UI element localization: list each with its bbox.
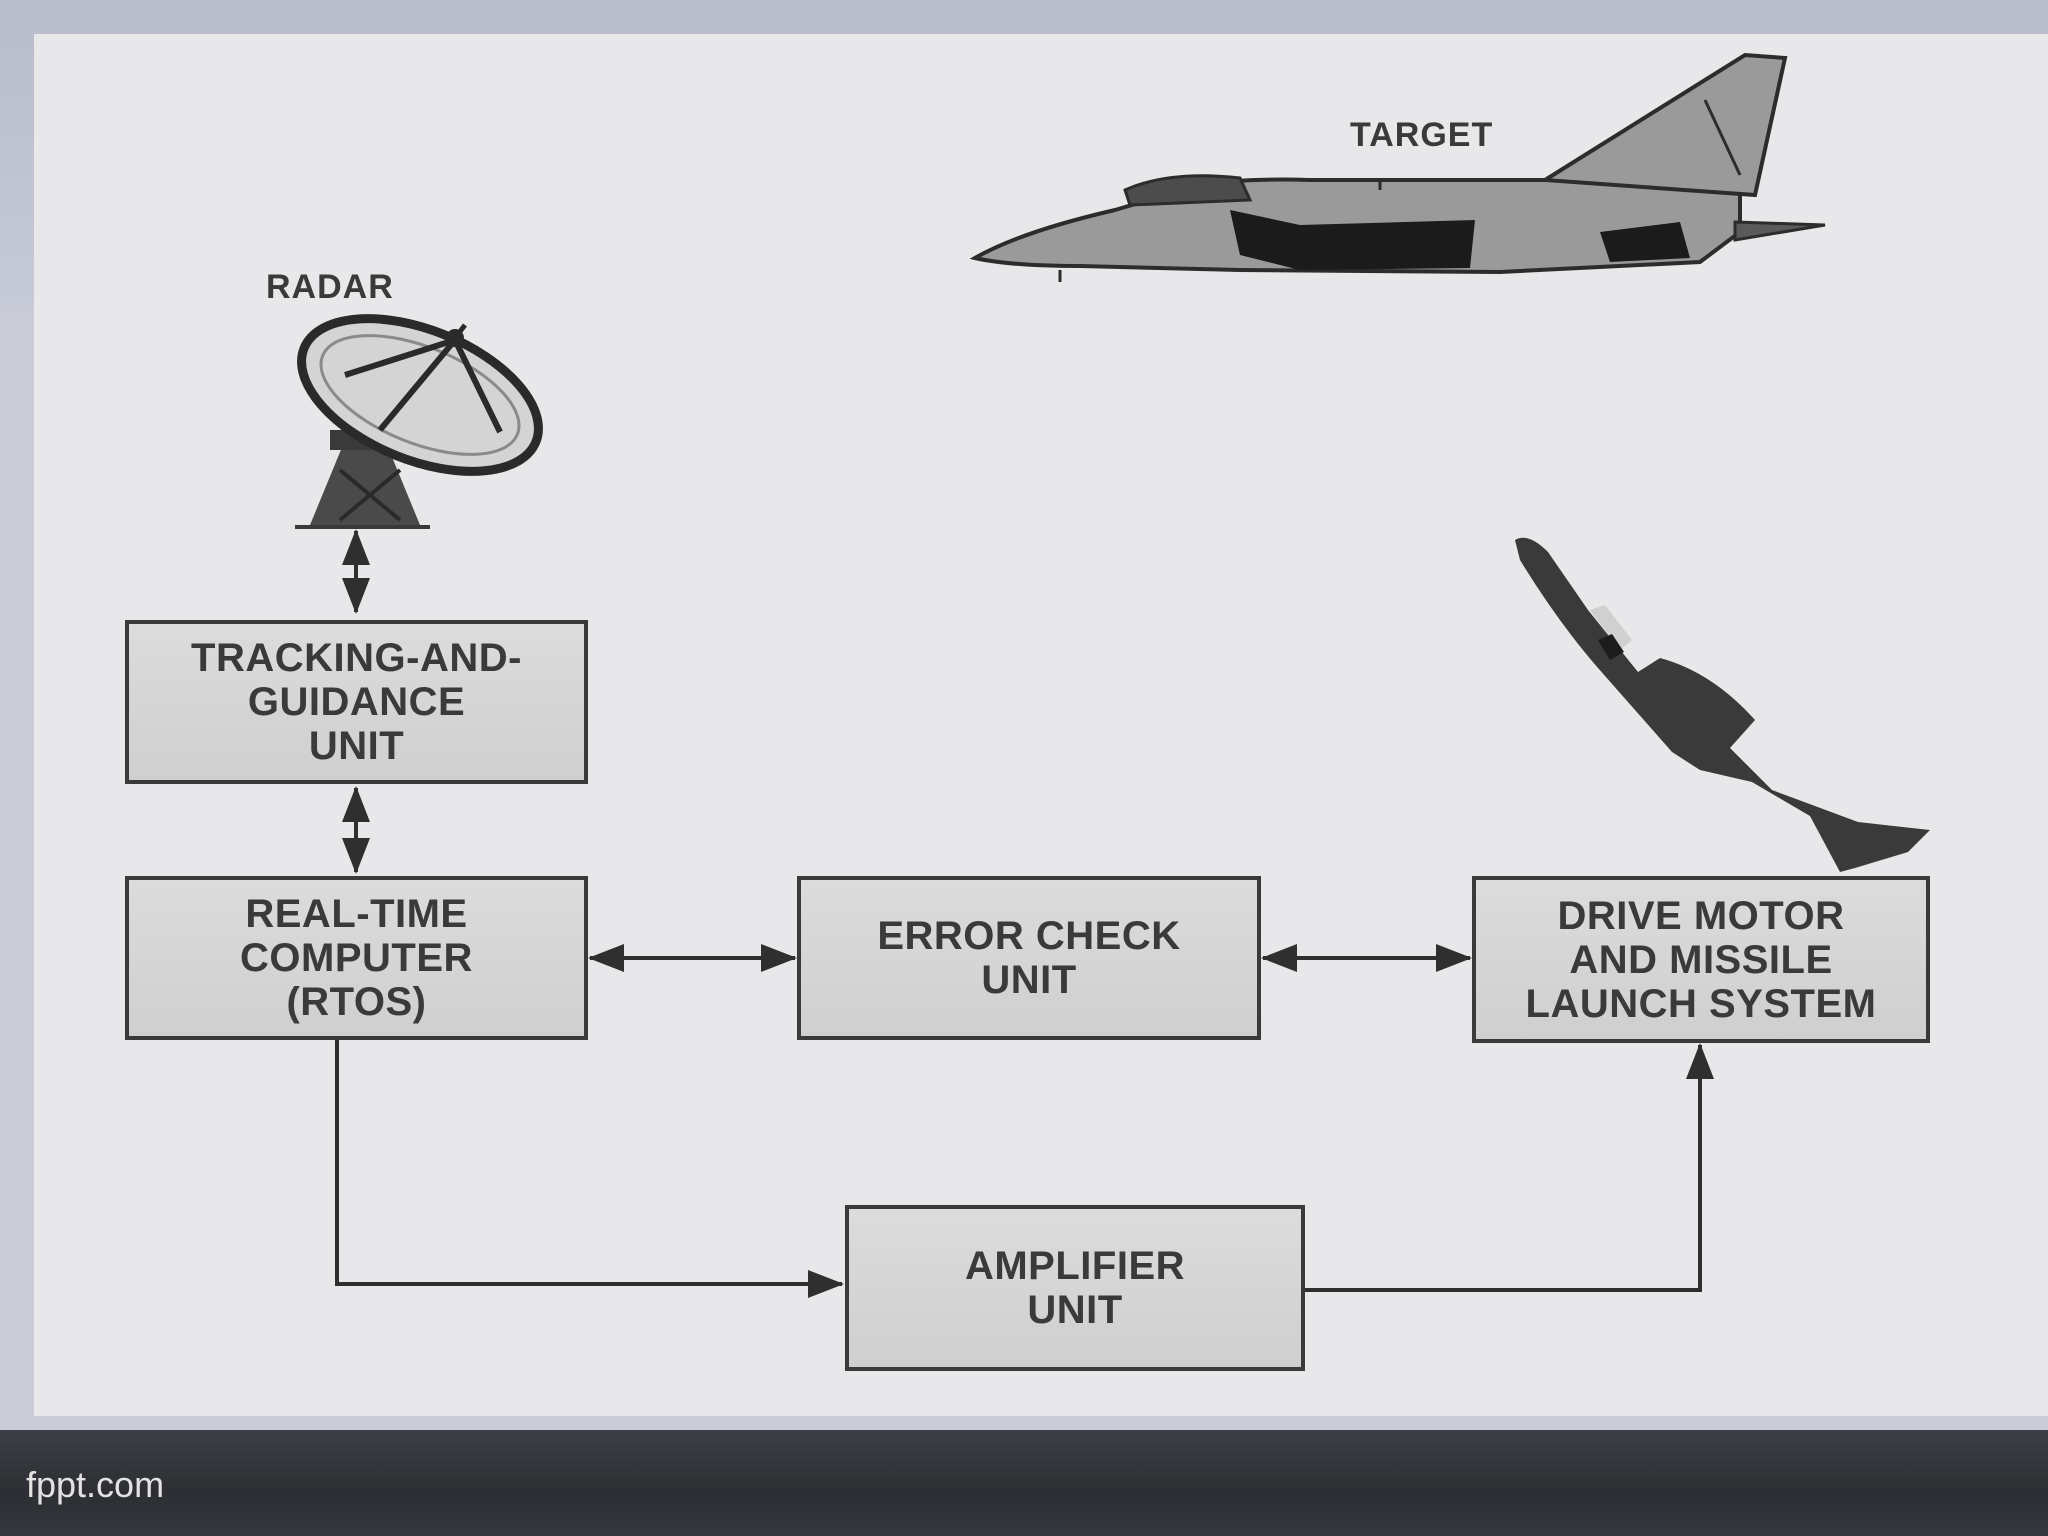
target-label: TARGET: [1350, 116, 1494, 154]
footer-bar: [0, 1430, 2048, 1536]
error-check-unit-label: ERROR CHECK UNIT: [877, 914, 1181, 1002]
tracking-and-guidance-unit-box: TRACKING-AND- GUIDANCE UNIT: [125, 620, 588, 784]
radar-dish-icon: [295, 314, 543, 529]
connector-amplifier-drive: [1303, 1043, 1714, 1292]
drive-motor-launch-system-label: DRIVE MOTOR AND MISSILE LAUNCH SYSTEM: [1525, 893, 1877, 1026]
amplifier-unit-label: AMPLIFIER UNIT: [964, 1244, 1186, 1332]
amplifier-unit-box: AMPLIFIER UNIT: [845, 1205, 1305, 1371]
drive-motor-launch-system-box: DRIVE MOTOR AND MISSILE LAUNCH SYSTEM: [1472, 876, 1930, 1043]
missile-icon: [1515, 537, 1930, 872]
connector-computer-amplifier: [335, 1040, 844, 1298]
real-time-computer-box: REAL-TIME COMPUTER (RTOS): [125, 876, 588, 1040]
footer-brand-text: fppt.com: [26, 1464, 165, 1505]
error-check-unit-box: ERROR CHECK UNIT: [797, 876, 1261, 1040]
tracking-and-guidance-unit-label: TRACKING-AND- GUIDANCE UNIT: [191, 636, 522, 768]
real-time-computer-label: REAL-TIME COMPUTER (RTOS): [240, 892, 473, 1024]
radar-label: RADAR: [266, 268, 394, 306]
connectors: [335, 529, 1714, 1298]
jet-aircraft-icon: [969, 52, 1826, 282]
